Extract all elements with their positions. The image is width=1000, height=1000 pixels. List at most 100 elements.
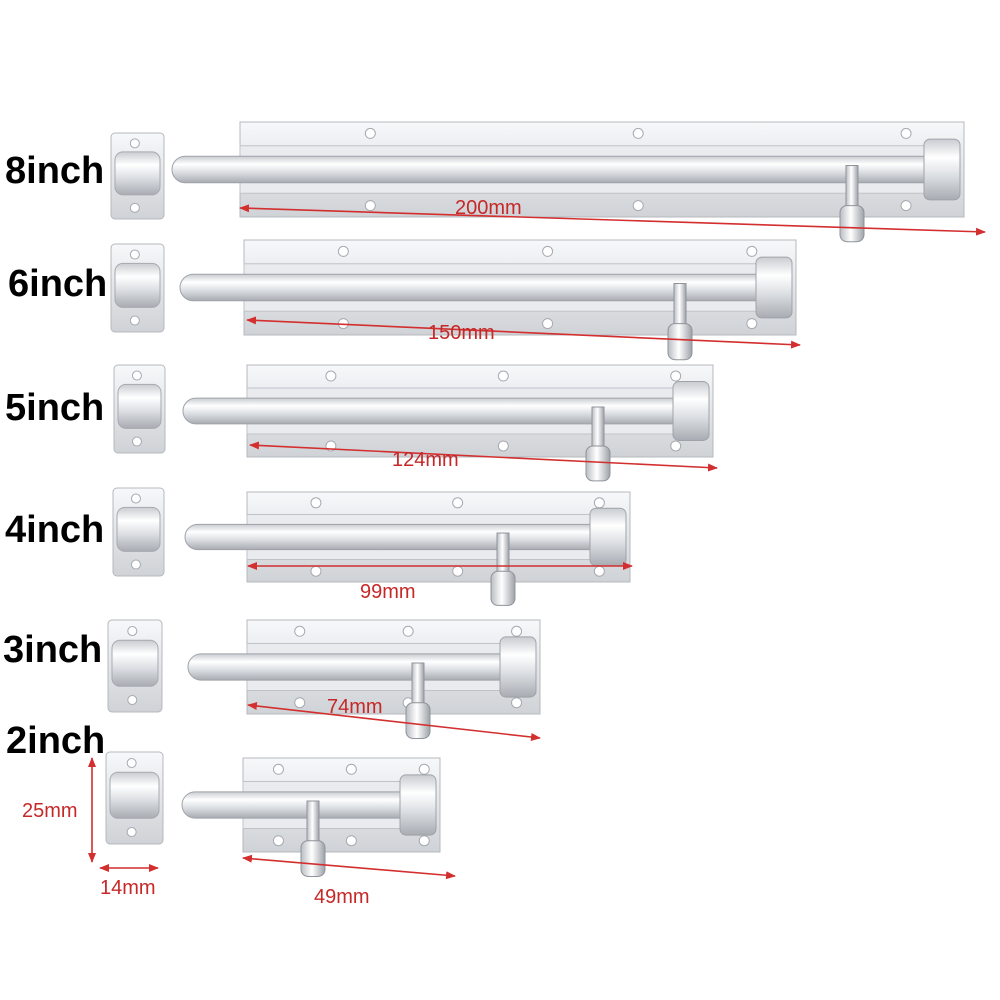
keeper-plate bbox=[112, 487, 165, 577]
screw-hole bbox=[325, 370, 337, 382]
screw-hole bbox=[632, 200, 644, 212]
screw-hole bbox=[497, 440, 509, 452]
screw-hole bbox=[294, 697, 306, 709]
bolt-body bbox=[181, 757, 441, 877]
length-label: 49mm bbox=[314, 886, 370, 908]
handle-stem bbox=[496, 532, 510, 574]
screw-hole bbox=[129, 249, 140, 260]
screw-hole bbox=[272, 835, 284, 847]
screw-hole bbox=[746, 245, 758, 257]
bolt-assembly-3inch bbox=[107, 619, 541, 739]
end-housing bbox=[589, 507, 627, 567]
sliding-rod bbox=[184, 523, 627, 551]
length-dimension-line bbox=[246, 316, 801, 349]
screw-hole bbox=[900, 200, 912, 212]
screw-hole bbox=[131, 370, 142, 381]
length-dimension-line bbox=[239, 204, 986, 236]
size-label: 4inch bbox=[5, 509, 105, 551]
screw-hole bbox=[294, 625, 306, 637]
screw-hole bbox=[129, 202, 140, 213]
screw-hole bbox=[310, 565, 322, 577]
handle-stem bbox=[306, 800, 320, 844]
handle-knob bbox=[300, 840, 326, 877]
screw-hole bbox=[130, 493, 141, 504]
length-label: 99mm bbox=[360, 581, 416, 603]
handle-knob bbox=[667, 323, 693, 361]
screw-hole bbox=[129, 315, 140, 326]
length-label: 124mm bbox=[392, 449, 459, 471]
screw-hole bbox=[345, 835, 357, 847]
keeper-loop bbox=[114, 151, 161, 196]
end-housing bbox=[672, 381, 710, 441]
keeper-plate bbox=[113, 364, 166, 454]
screw-hole bbox=[131, 436, 142, 447]
length-dimension-line bbox=[242, 854, 456, 880]
handle-knob bbox=[839, 205, 865, 243]
length-dimension-line bbox=[249, 441, 718, 472]
handle-stem bbox=[673, 283, 687, 327]
screw-hole bbox=[126, 758, 137, 769]
keeper-height-label: 25mm bbox=[22, 800, 78, 822]
bolt-assembly-2inch bbox=[105, 751, 441, 877]
screw-hole bbox=[418, 763, 430, 775]
screw-hole bbox=[127, 626, 138, 637]
screw-hole bbox=[593, 497, 605, 509]
screw-hole bbox=[337, 245, 349, 257]
handle-stem bbox=[845, 165, 859, 209]
length-label: 74mm bbox=[327, 696, 383, 718]
end-housing bbox=[399, 774, 437, 836]
handle-knob bbox=[405, 702, 431, 739]
screw-hole bbox=[130, 559, 141, 570]
keeper-loop bbox=[109, 771, 160, 819]
keeper-plate bbox=[105, 751, 164, 845]
keeper-plate bbox=[110, 132, 165, 220]
size-label: 3inch bbox=[3, 629, 103, 671]
size-label: 5inch bbox=[5, 387, 105, 429]
screw-hole bbox=[364, 200, 376, 212]
handle-knob bbox=[490, 570, 516, 606]
screw-hole bbox=[418, 835, 430, 847]
keeper-plate bbox=[110, 243, 165, 333]
screw-hole bbox=[402, 625, 414, 637]
screw-hole bbox=[670, 440, 682, 452]
end-housing bbox=[499, 636, 537, 698]
screw-hole bbox=[345, 763, 357, 775]
keeper-loop bbox=[116, 506, 161, 552]
screw-hole bbox=[364, 127, 376, 139]
length-label: 200mm bbox=[455, 197, 522, 219]
end-housing bbox=[923, 138, 961, 201]
screw-hole bbox=[126, 827, 137, 838]
screw-hole bbox=[497, 370, 509, 382]
bolt-body bbox=[187, 619, 541, 739]
screw-hole bbox=[127, 695, 138, 706]
screw-hole bbox=[670, 370, 682, 382]
screw-hole bbox=[310, 497, 322, 509]
sliding-rod bbox=[179, 273, 793, 302]
keeper-loop bbox=[111, 639, 159, 687]
screw-hole bbox=[900, 127, 912, 139]
keeper-width-label: 14mm bbox=[100, 877, 156, 899]
screw-hole bbox=[452, 565, 464, 577]
bolt-body bbox=[171, 121, 965, 243]
screw-hole bbox=[272, 763, 284, 775]
length-label: 150mm bbox=[428, 322, 495, 344]
screw-hole bbox=[632, 127, 644, 139]
keeper-loop bbox=[117, 383, 162, 429]
sliding-rod bbox=[171, 155, 961, 184]
screw-hole bbox=[542, 245, 554, 257]
screw-hole bbox=[542, 318, 554, 330]
screw-hole bbox=[511, 625, 523, 637]
size-label: 2inch bbox=[6, 720, 106, 762]
sliding-rod bbox=[187, 653, 537, 681]
keeper-loop bbox=[114, 262, 161, 308]
size-label: 6inch bbox=[8, 263, 108, 305]
screw-hole bbox=[129, 138, 140, 149]
keeper-plate bbox=[107, 619, 163, 713]
bolt-assembly-8inch bbox=[110, 121, 965, 243]
screw-hole bbox=[452, 497, 464, 509]
handle-knob bbox=[585, 445, 611, 482]
length-dimension-line bbox=[247, 702, 541, 741]
size-label: 8inch bbox=[5, 150, 105, 192]
